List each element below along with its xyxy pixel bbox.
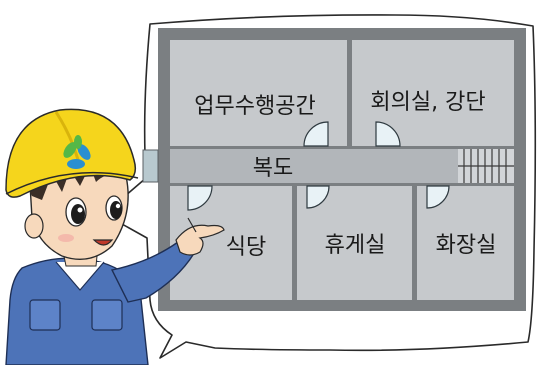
label-meeting-room: 회의실, 강단 bbox=[370, 90, 486, 115]
door-lounge bbox=[306, 185, 330, 209]
label-restroom: 화장실 bbox=[435, 233, 497, 258]
room-corridor bbox=[170, 149, 514, 183]
label-corridor: 복도 bbox=[252, 156, 294, 181]
door-restroom bbox=[426, 185, 450, 209]
doors bbox=[187, 121, 450, 211]
door-cafeteria bbox=[187, 185, 213, 211]
label-cafeteria: 식당 bbox=[225, 235, 267, 260]
worker-with-helmet-icon bbox=[5, 108, 225, 366]
stairs-icon bbox=[458, 149, 514, 183]
floorplan bbox=[142, 28, 526, 311]
corridor-exit bbox=[142, 149, 159, 183]
door-work-space bbox=[303, 121, 329, 147]
door-meeting bbox=[375, 121, 401, 147]
label-lounge: 휴게실 bbox=[324, 233, 386, 258]
helmet-logo-icon bbox=[63, 135, 91, 169]
label-work-space: 업무수행공간 bbox=[194, 94, 316, 119]
